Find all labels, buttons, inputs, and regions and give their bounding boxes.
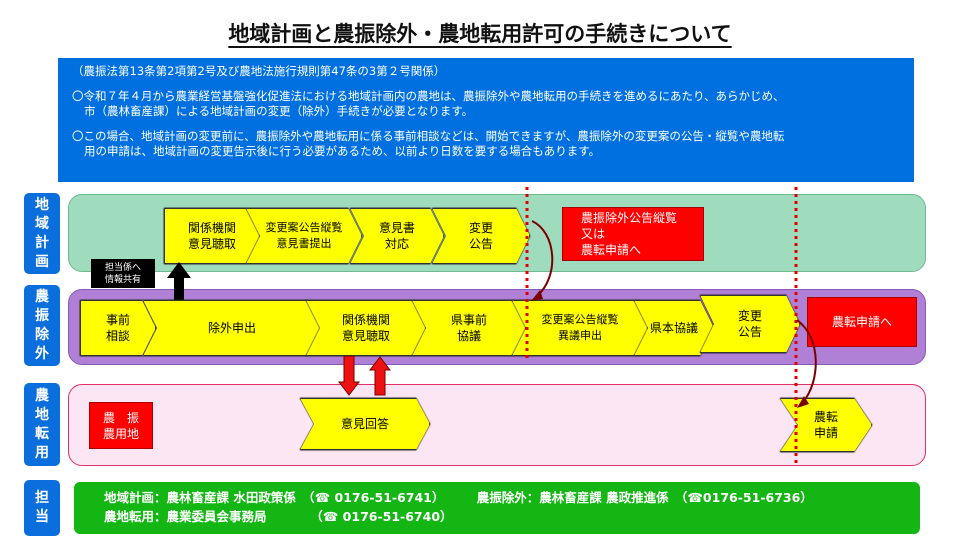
noshin-step-3: 関係機関 意見聴取 [306,300,424,354]
chiiki-step-2: 変更案公告縦覧 意見書提出 [246,208,360,262]
lane-label-tanto: 担 当 [24,480,60,536]
nochi-farmland-box: 農 振 農用地 [89,402,153,449]
lane-label-chiiki: 地 域 計 画 [24,193,60,274]
noshin-step-2: 除外申出 [143,300,319,354]
note-paragraph-1b: 市（農林畜産課）による地域計画の変更（除外）手続きが必要となります。 [84,104,474,118]
noshin-step-4: 県事前 協議 [412,300,524,354]
curved-arrow-2 [796,319,817,403]
page-title: 地域計画と農振除外・農地転用許可の手続きについて [228,22,732,46]
note-paragraph-2a: 〇この場合、地域計画の変更前に、農振除外や農地転用に係る事前相談などは、開始でき… [72,128,785,143]
noshin-step-1: 事前 相談 [80,300,154,354]
chiiki-step-1: 関係機関 意見聴取 [164,208,258,262]
noshin-next-box: 農転申請へ [807,297,917,347]
note-paragraph-1a: 〇令和７年４月から農業経営基盤強化促進法における地域計画内の農地は、農振除外や農… [72,88,785,103]
share-info-box: 担当係へ 情報共有 [91,259,155,288]
up-arrow-icon [167,262,191,324]
curved-arrow-2-head [797,396,809,408]
chiiki-step-4: 変更 公告 [432,208,528,262]
lane-nochi [68,384,926,466]
chiiki-step-3: 意見書 対応 [350,208,442,262]
note-paragraph-2b: 用の申請は、地域計画の変更告示後に行う必要があるため、以前より日数を要する場合も… [84,144,601,158]
noshin-step-7: 変更 公告 [700,295,798,351]
noshin-step-6: 県本協議 [634,300,712,354]
noshin-step-5: 変更案公告縦覧 異議申出 [512,300,646,354]
contact-chiiki: 地域計画：農林畜産課 水田政策係 （☎ 0176-51-6741） [104,490,445,505]
chiiki-next-box: 農振除外公告縦覧 又は 農転申請へ [562,207,704,261]
curved-arrow-1-head [531,290,543,301]
contact-nochi: 農地転用：農業委員会事務局 （☎ 0176-51-6740） [104,509,453,524]
lane-label-noshin: 農 振 除 外 [24,285,60,366]
nochi-step-1: 意見回答 [300,398,428,448]
info-note: （農振法第13条第2項第2号及び農地法施行規則第47条の3第２号関係） 〇令和７… [58,58,914,182]
lane-label-nochi: 農 地 転 用 [24,383,60,466]
contact-noshin: 農振除外：農林畜産課 農政推進係 （☎0176-51-6736） [476,490,813,505]
up-arrow-red-icon [369,356,391,396]
down-arrow-icon [338,356,360,396]
curved-arrow-1 [531,220,554,297]
contact-box: 地域計画：農林畜産課 水田政策係 （☎ 0176-51-6741） 農振除外：農… [74,482,920,534]
law-reference: （農振法第13条第2項第2号及び農地法施行規則第47条の3第２号関係） [72,64,446,78]
